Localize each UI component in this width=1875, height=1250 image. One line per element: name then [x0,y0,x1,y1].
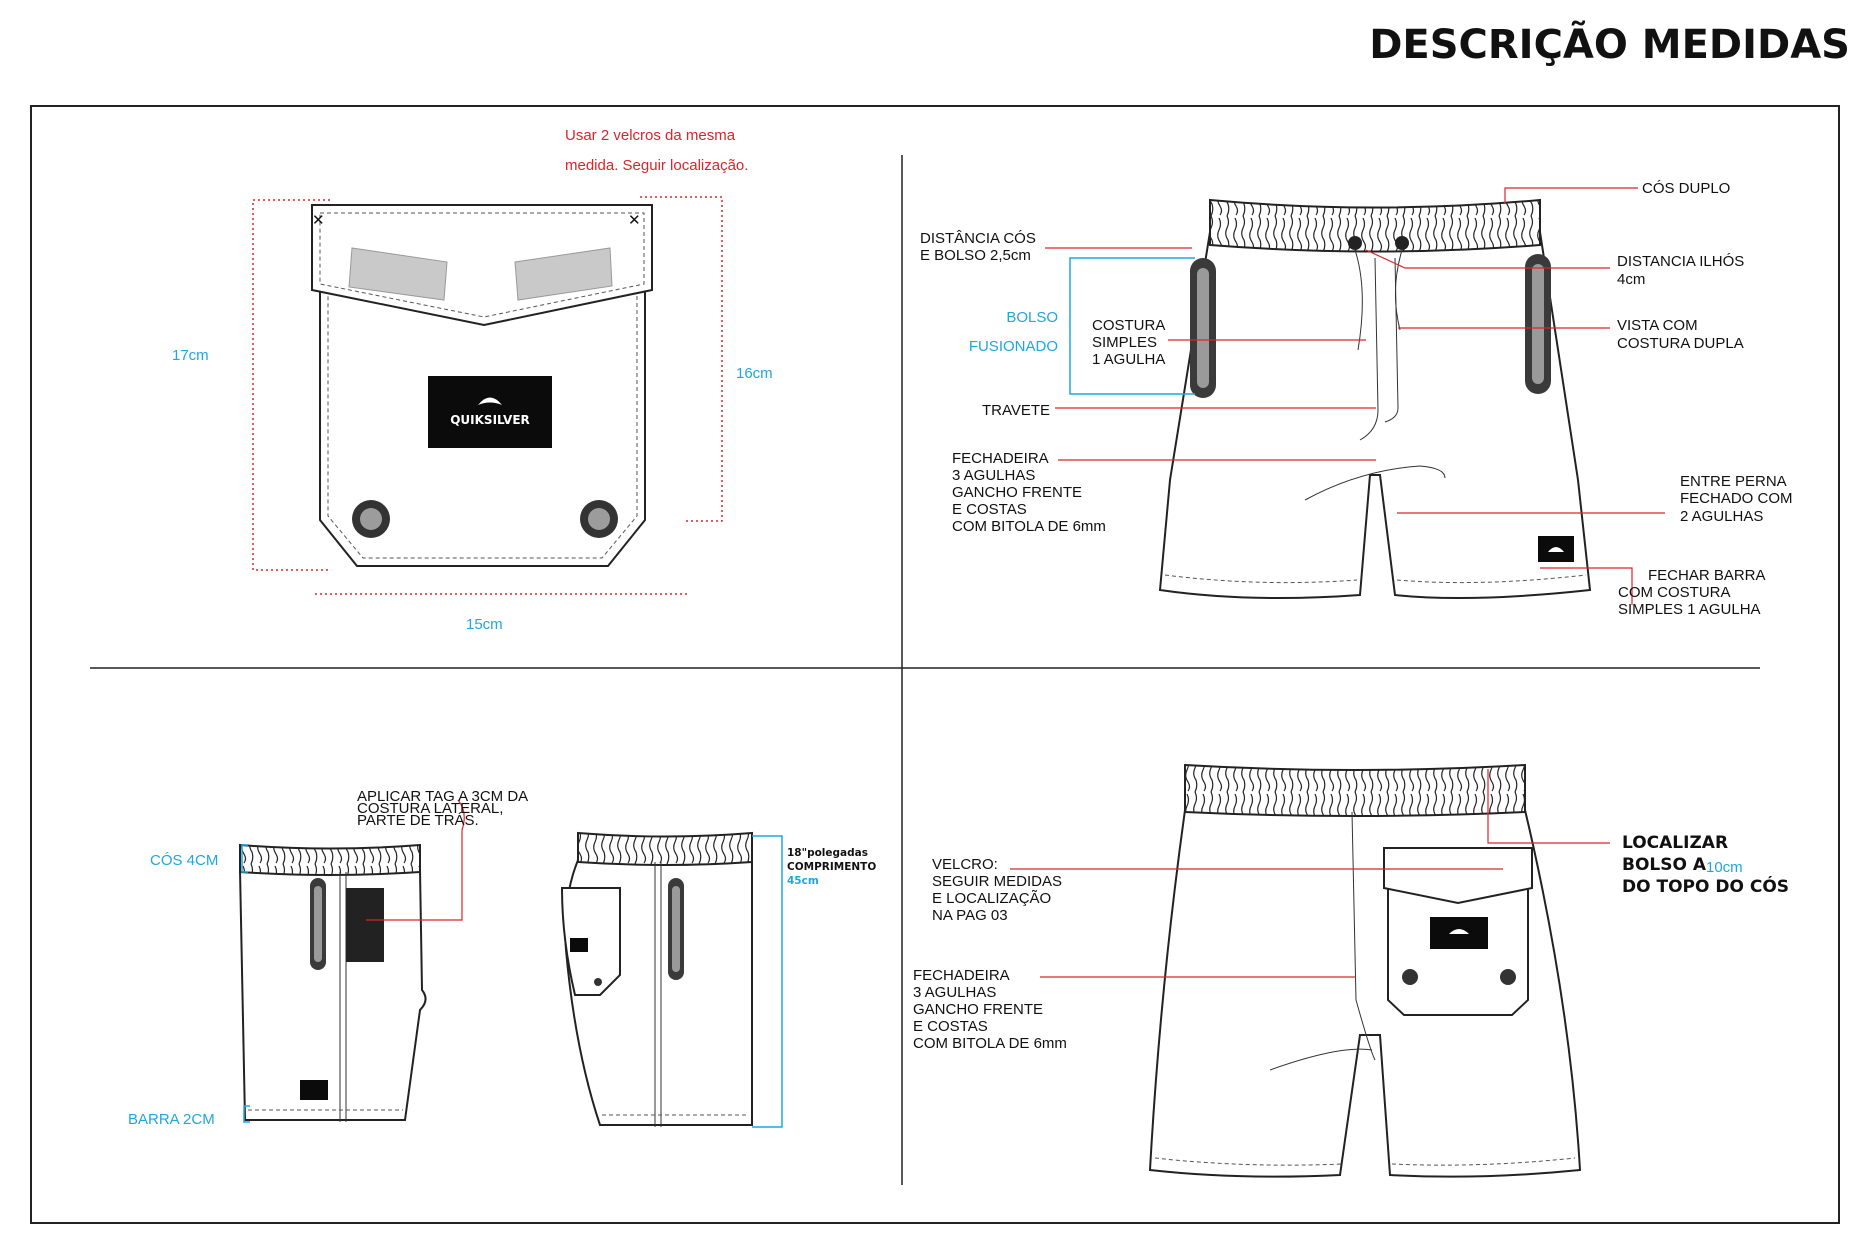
label-localizar-1: LOCALIZAR [1622,833,1728,853]
label-distancia-ilhos-1: DISTANCIA ILHÓS [1617,253,1744,270]
length-guide [752,835,783,1128]
velcro-patch-left [348,247,448,301]
label-vista-1: VISTA COM [1617,317,1698,334]
side-a-logo-tag [300,1080,328,1100]
label-velcro-3: E LOCALIZAÇÃO [932,890,1051,907]
label-back-fechadeira-2: 3 AGULHAS [913,984,996,1001]
label-fechar-barra-1: FECHAR BARRA [1648,567,1766,584]
label-fusionado: FUSIONADO [969,338,1058,355]
label-fechadeira-5: COM BITOLA DE 6mm [952,518,1106,535]
label-tag-2: COSTURA LATERAL, [357,800,503,817]
pocket-detail: Usar 2 velcros da mesma medida. Seguir l… [172,127,773,633]
label-costura-1: COSTURA [1092,317,1165,334]
back-snap-right [1500,969,1516,985]
label-back-fechadeira-5: COM BITOLA DE 6mm [913,1035,1067,1052]
label-velcro-4: NA PAG 03 [932,907,1008,924]
velcro-patch-right [514,247,613,301]
label-length-1: 18"polegadas [787,847,868,859]
label-fechadeira-3: GANCHO FRENTE [952,484,1082,501]
side-b-back-pocket [560,887,621,996]
label-distancia-ilhos-2: 4cm [1617,271,1645,288]
logo-text: QUIKSILVER [450,413,530,427]
label-entre-perna-2: FECHADO COM [1680,490,1793,507]
sheet-frame [30,105,1840,1224]
velcro-note-line1: Usar 2 velcros da mesma [565,127,736,144]
label-vista-2: COSTURA DUPLA [1617,335,1744,352]
label-barra-2cm: BARRA 2CM [128,1111,215,1128]
label-velcro-2: SEGUIR MEDIDAS [932,873,1062,890]
height-17cm-guide [252,199,330,571]
drawcord-right [1395,249,1403,331]
back-pocket-flap [1383,847,1533,905]
back-view: VELCRO: SEGUIR MEDIDAS E LOCALIZAÇÃO NA … [913,763,1789,1178]
side-shorts-a [238,869,427,1121]
pocket-flap [311,204,653,327]
back-snap-left [1402,969,1418,985]
front-fly [1359,257,1379,441]
label-length-2: COMPRIMENTO [787,861,876,873]
height-16cm-guide [640,196,723,522]
bartack-mark-left: ✕ [312,212,325,229]
label-back-fechadeira-1: FECHADEIRA [913,967,1010,984]
height-17cm-label: 17cm [172,347,209,364]
label-velcro-1: VELCRO: [932,856,998,873]
front-view: CÓS DUPLO DISTÂNCIA CÓS E BOLSO 2,5cm DI… [920,180,1793,618]
label-distancia-cos-2: E BOLSO 2,5cm [920,247,1031,264]
height-16cm-label: 16cm [736,365,773,382]
label-fechadeira-4: E COSTAS [952,501,1027,518]
label-fechadeira-2: 3 AGULHAS [952,467,1035,484]
velcro-note-line2: medida. Seguir localização. [565,157,748,174]
back-waistband [1184,763,1526,817]
front-shorts-body [1158,231,1592,600]
label-fechadeira-1: FECHADEIRA [952,450,1049,467]
label-cos-4cm: CÓS 4CM [150,852,218,869]
label-back-fechadeira-4: E COSTAS [913,1018,988,1035]
label-fechar-barra-2: COM COSTURA [1618,584,1731,601]
label-distancia-cos-1: DISTÂNCIA CÓS [920,230,1036,247]
label-costura-2: SIMPLES [1092,334,1157,351]
label-cos-duplo: CÓS DUPLO [1642,180,1730,197]
eyelet-right [1395,236,1409,250]
label-travete: TRAVETE [982,402,1050,419]
back-center-seam [1351,811,1376,1061]
page-title: DESCRIÇÃO MEDIDAS [1369,19,1850,68]
bartack-mark-right: ✕ [628,212,641,229]
label-entre-perna-1: ENTRE PERNA [1680,473,1787,490]
logo-label [428,376,552,448]
label-bolso: BOLSO [1006,309,1058,326]
front-waistband [1209,198,1541,253]
eyelet-left [1348,236,1362,250]
width-15cm-label: 15cm [466,616,503,633]
label-entre-perna-3: 2 AGULHAS [1680,508,1763,525]
label-localizar-3: DO TOPO DO CÓS [1622,875,1789,897]
hang-tag [346,888,384,962]
label-length-3: 45cm [787,875,819,887]
label-back-fechadeira-3: GANCHO FRENTE [913,1001,1043,1018]
logo-wave-icon [478,397,502,405]
drawcord-left [1354,249,1363,351]
label-tag-3: PARTE DE TRÁS. [357,812,479,829]
label-costura-3: 1 AGULHA [1092,351,1165,368]
label-localizar-10cm: 10cm [1706,859,1743,876]
side-a-waistband [239,843,421,876]
label-localizar-2a: BOLSO A [1622,855,1707,875]
side-b-waistband [577,831,753,866]
label-fechar-barra-3: SIMPLES 1 AGULHA [1618,601,1761,618]
side-views: CÓS 4CM BARRA 2CM APLICAR TAG A 3CM DA C… [128,788,876,1128]
label-tag-1: APLICAR TAG A 3CM DA [357,788,528,805]
